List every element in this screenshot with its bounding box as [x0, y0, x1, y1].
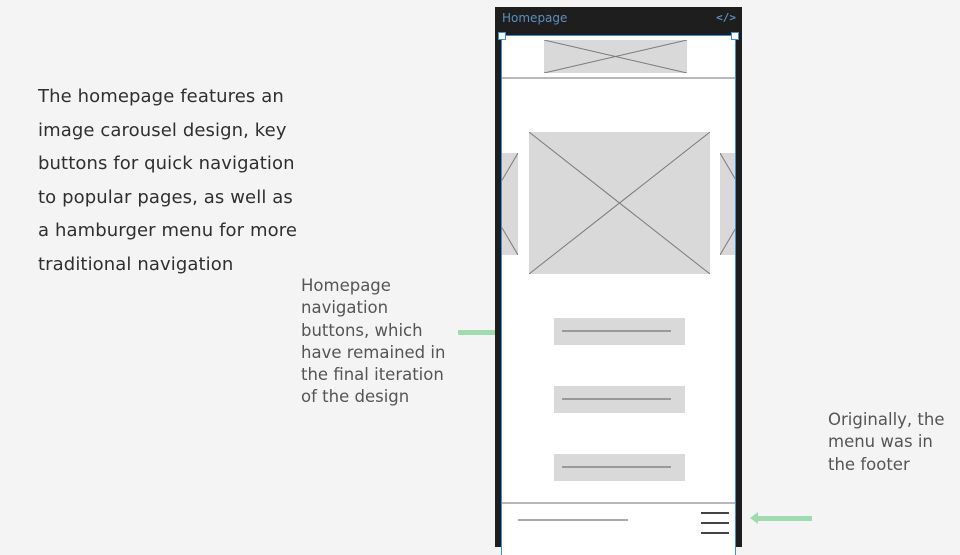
carousel-main-slide[interactable]	[529, 132, 710, 274]
wireframe-frame[interactable]: Homepage </>	[495, 7, 742, 555]
arrow-left-icon	[748, 512, 812, 524]
footer-text-placeholder	[518, 519, 628, 521]
resize-handle-top-right[interactable]	[731, 32, 739, 40]
homepage-description: The homepage features an image carousel …	[38, 86, 298, 275]
footer-divider	[502, 502, 735, 504]
resize-handle-top-left[interactable]	[498, 32, 506, 40]
nav-button-3[interactable]	[554, 454, 685, 481]
header-divider	[502, 77, 735, 79]
header-logo-placeholder	[544, 40, 687, 73]
code-icon[interactable]: </>	[716, 11, 736, 24]
phone-screen	[501, 35, 736, 555]
footer-menu-annotation: Originally, the menu was in the footer	[828, 410, 945, 474]
hamburger-icon[interactable]	[701, 512, 729, 542]
nav-button-2[interactable]	[554, 386, 685, 413]
carousel-prev-slide[interactable]	[502, 153, 518, 255]
nav-buttons-annotation: Homepage navigation buttons, which have …	[301, 276, 446, 407]
nav-button-1[interactable]	[554, 318, 685, 345]
frame-title[interactable]: Homepage	[502, 11, 568, 25]
carousel-next-slide[interactable]	[720, 153, 735, 255]
